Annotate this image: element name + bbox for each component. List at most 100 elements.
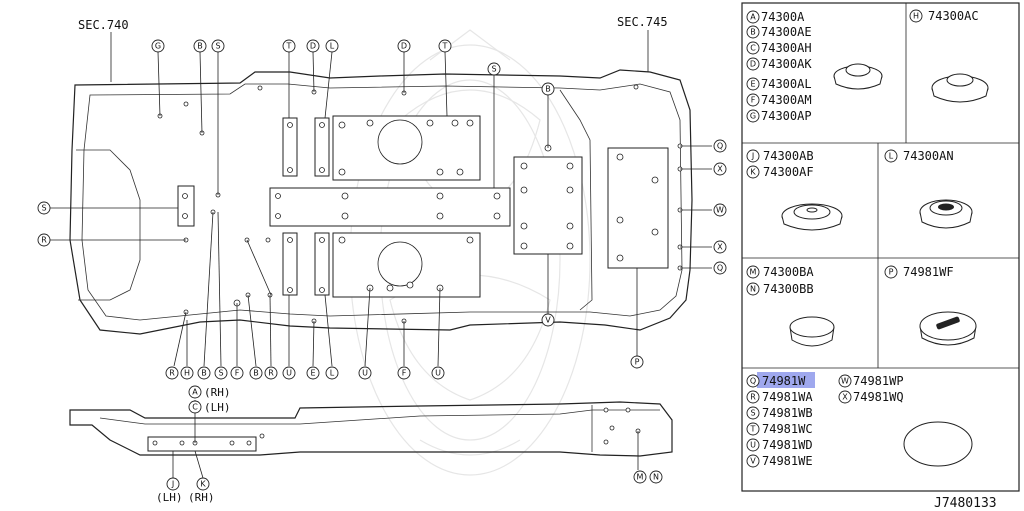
svg-text:S: S — [491, 65, 496, 74]
callout-L-top: L — [325, 39, 339, 53]
callout-G-top: G — [151, 39, 165, 53]
svg-text:W: W — [716, 206, 724, 215]
svg-text:74981WQ: 74981WQ — [853, 390, 904, 404]
svg-text:F: F — [402, 369, 407, 378]
svg-text:74300AE: 74300AE — [761, 25, 812, 39]
svg-text:U: U — [435, 369, 441, 378]
leader-lines — [50, 51, 712, 479]
svg-text:T: T — [750, 425, 756, 434]
svg-text:D: D — [401, 42, 407, 51]
svg-text:74300AK: 74300AK — [761, 57, 812, 71]
svg-text:A: A — [192, 388, 198, 397]
svg-text:R: R — [750, 393, 756, 402]
svg-text:74300AH: 74300AH — [761, 41, 812, 55]
svg-text:U: U — [750, 441, 756, 450]
svg-text:S: S — [41, 204, 46, 213]
callout-S-left: S — [37, 201, 51, 215]
callout-R-left: R — [37, 233, 51, 247]
svg-text:J: J — [751, 152, 754, 161]
svg-text:Q: Q — [750, 377, 756, 386]
callout-X-right-2: X — [713, 240, 727, 254]
svg-text:X: X — [842, 393, 848, 402]
callout-R-bottom-2: R — [264, 366, 278, 380]
svg-text:74300AP: 74300AP — [761, 109, 812, 123]
svg-text:B: B — [201, 369, 207, 378]
callout-Q-right-2: Q — [713, 261, 727, 275]
svg-text:74981WA: 74981WA — [762, 390, 813, 404]
svg-text:L: L — [330, 42, 335, 51]
callout-B-top-2: B — [541, 82, 555, 96]
svg-text:V: V — [545, 316, 551, 325]
svg-text:B: B — [750, 28, 756, 37]
svg-text:B: B — [253, 369, 259, 378]
callout-P-bottom: P — [630, 355, 644, 369]
svg-text:S: S — [215, 42, 220, 51]
callout-S-bottom: S — [214, 366, 228, 380]
svg-text:R: R — [268, 369, 274, 378]
svg-text:S: S — [218, 369, 223, 378]
svg-text:74300AN: 74300AN — [903, 149, 954, 163]
callout-E-bottom: E — [306, 366, 320, 380]
callout-B-bottom-2: B — [249, 366, 263, 380]
svg-text:W: W — [841, 377, 849, 386]
svg-text:74981WF: 74981WF — [903, 265, 954, 279]
svg-text:S: S — [750, 409, 755, 418]
callout-D-top: D — [306, 39, 320, 53]
svg-text:Q: Q — [717, 142, 723, 151]
svg-text:74981WC: 74981WC — [762, 422, 813, 436]
svg-text:T: T — [286, 42, 292, 51]
callout-K-note: (RH) — [188, 491, 215, 504]
callout-C-side: C — [188, 400, 202, 414]
svg-text:F: F — [751, 96, 756, 105]
callout-A-note: (RH) — [204, 386, 231, 399]
svg-text:N: N — [653, 473, 659, 482]
svg-text:B: B — [545, 85, 551, 94]
callout-U-bottom-3: U — [431, 366, 445, 380]
callout-H-bottom: H — [180, 366, 194, 380]
callout-J-side: J — [166, 477, 180, 491]
svg-text:A: A — [750, 13, 756, 22]
svg-text:M: M — [637, 473, 644, 482]
svg-text:L: L — [330, 369, 335, 378]
svg-text:X: X — [717, 165, 723, 174]
svg-text:74300BA: 74300BA — [763, 265, 814, 279]
svg-text:74981WP: 74981WP — [853, 374, 904, 388]
svg-text:T: T — [442, 42, 448, 51]
svg-text:G: G — [750, 112, 756, 121]
svg-text:C: C — [192, 403, 198, 412]
callout-B-top: B — [193, 39, 207, 53]
svg-text:N: N — [750, 285, 756, 294]
callout-U-bottom: U — [282, 366, 296, 380]
svg-text:K: K — [750, 168, 756, 177]
svg-text:Q: Q — [717, 264, 723, 273]
callout-L-bottom: L — [325, 366, 339, 380]
diagram-id: J7480133 — [934, 496, 997, 511]
svg-text:P: P — [635, 358, 640, 367]
callout-U-bottom-2: U — [358, 366, 372, 380]
svg-text:74300A: 74300A — [761, 10, 805, 24]
callout-N-side: N — [649, 470, 663, 484]
callout-Q-right: Q — [713, 139, 727, 153]
svg-text:P: P — [889, 268, 894, 277]
svg-text:R: R — [41, 236, 47, 245]
svg-text:U: U — [362, 369, 368, 378]
svg-text:74300AL: 74300AL — [761, 77, 812, 91]
callout-C-note: (LH) — [204, 401, 231, 414]
svg-text:R: R — [169, 369, 175, 378]
svg-text:74300AM: 74300AM — [761, 93, 812, 107]
svg-text:B: B — [197, 42, 203, 51]
svg-text:74981W: 74981W — [762, 374, 806, 388]
highlight-74981W — [757, 372, 815, 388]
svg-text:X: X — [717, 243, 723, 252]
svg-text:74300AB: 74300AB — [763, 149, 814, 163]
floor-top-view — [69, 69, 693, 335]
svg-text:H: H — [913, 12, 919, 21]
svg-text:G: G — [155, 42, 161, 51]
callout-W-right: W — [713, 203, 727, 217]
